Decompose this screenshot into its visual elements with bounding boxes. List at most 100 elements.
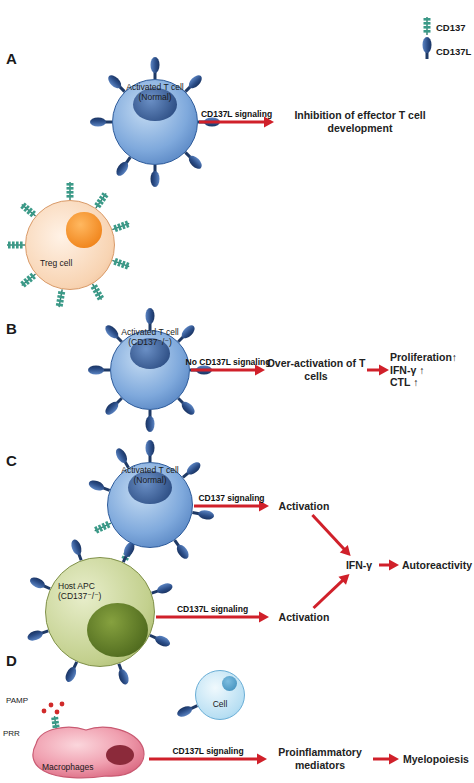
node-text: Inhibition of effector T cell developmen… — [275, 109, 445, 134]
apc-cell-circle: Host APC (CD137⁻/⁻) — [45, 557, 155, 667]
cd137l-symbol — [63, 660, 80, 684]
arrow-connector — [314, 574, 350, 608]
node-text: Activation — [279, 500, 330, 513]
cd137l-symbol — [88, 366, 110, 375]
edge-label: CD137L signaling — [201, 109, 272, 119]
cd137-symbol — [67, 182, 74, 200]
outcome-text-box: Inhibition of effector T cell developmen… — [275, 104, 445, 140]
cd137l-symbol — [151, 57, 160, 79]
pamp-dots — [42, 702, 65, 715]
outcome-text-box: Myelopoiesis — [400, 751, 472, 767]
pamp-dot — [42, 709, 47, 714]
node-text: Proinflammatory mediators — [268, 746, 372, 771]
cd137-symbol — [111, 220, 130, 233]
edge-label: CD137 signaling — [198, 493, 264, 503]
tcell-b-ligands — [88, 308, 212, 432]
node-text: CTL ↑ — [390, 376, 418, 389]
cd137-symbol — [111, 257, 130, 270]
cd137l-symbol — [148, 631, 172, 648]
node-text: IFN-γ — [346, 559, 372, 572]
cell-circle: Cell — [195, 670, 245, 720]
node-text: Treg cell — [40, 259, 92, 269]
node-text: Proliferation↑ — [390, 351, 457, 364]
outcome-text-box: Activation — [270, 497, 338, 515]
cd137l-symbol — [90, 118, 112, 127]
cd137-symbol — [89, 282, 104, 301]
cd137l-symbol — [192, 508, 215, 521]
arrow-line — [373, 758, 390, 761]
t-cell-circle: Activated T cell (Normal) — [107, 462, 193, 548]
cd137l-symbol — [176, 701, 200, 718]
arrow-head — [340, 545, 351, 556]
apc-ligands — [26, 538, 174, 686]
arrow-line — [367, 369, 380, 372]
node-text: Activation — [279, 611, 330, 624]
pamp-dot — [55, 710, 60, 715]
outcome-text-box: Autoreactivity — [400, 556, 474, 574]
arrow-line — [312, 515, 344, 549]
cell-nucleus — [87, 603, 147, 657]
cd137l-symbol — [146, 440, 155, 462]
arrow-connector — [312, 515, 350, 556]
edge-label: No CD137L signaling — [186, 357, 271, 367]
cd137l-symbol — [26, 627, 50, 643]
arrow-head — [379, 365, 389, 376]
cd137l-symbol — [151, 165, 160, 187]
outcome-text-box: Proliferation↑IFN-γ ↑CTL ↑ — [390, 340, 472, 400]
node-text: Over-activation of T cells — [266, 357, 366, 382]
arrow-connector — [379, 560, 399, 571]
legend-cd137-symbol — [424, 17, 431, 35]
cd137l-symbol — [87, 479, 111, 495]
arrow-line — [191, 369, 256, 372]
outcome-text-box: Over-activation of T cells — [266, 355, 366, 385]
outcome-text-box: Activation — [270, 608, 338, 626]
cell-nucleus — [222, 676, 237, 691]
node-text: Cell — [213, 700, 228, 710]
panel-letter: C — [6, 452, 17, 469]
tcell-c-molecules — [87, 440, 214, 562]
panel-letter: B — [6, 320, 17, 337]
outcome-text-box: Proinflammatory mediators — [268, 745, 372, 773]
node-text: IFN-γ ↑ — [390, 364, 424, 377]
arrow-line — [156, 616, 260, 619]
annotation-text: PRR — [3, 729, 20, 738]
arrow-head — [257, 754, 267, 765]
cd137-symbol — [56, 289, 66, 308]
node-text: Autoreactivity — [402, 559, 472, 572]
arrow-line — [314, 580, 343, 608]
cd137l-symbol — [146, 410, 155, 432]
outcome-text-box: IFN-γ — [340, 556, 378, 574]
panel-letter: A — [6, 50, 17, 67]
panel-letter: D — [6, 652, 17, 669]
arrow-line — [149, 758, 258, 761]
t-cell-circle: Activated T cell (CD137⁻/⁻) — [110, 330, 190, 410]
annotation-text: PAMP — [6, 696, 28, 705]
node-text: Activated T cell (Normal) — [119, 466, 181, 485]
legend-text: CD137L — [436, 46, 471, 57]
cd137l-symbol — [171, 538, 191, 561]
pamp-dot — [60, 702, 65, 707]
arrow-head — [259, 612, 269, 623]
cd137l-symbol — [182, 149, 204, 171]
treg-cell-circle: Treg cell — [25, 200, 115, 290]
macrophage-blob: Macrophages — [28, 722, 148, 780]
legend-text: CD137 — [436, 22, 466, 33]
t-cell-circle: Activated T cell (Normal) — [112, 79, 198, 165]
arrow-connector — [367, 365, 389, 376]
cd137-symbol — [7, 242, 25, 249]
node-text: Host APC (CD137⁻/⁻) — [58, 582, 116, 601]
cd137l-symbol — [175, 395, 197, 417]
arrow-line — [199, 121, 265, 124]
pamp-dot — [49, 703, 54, 708]
edge-label: CD137L signaling — [177, 604, 248, 614]
legend-cd137l-symbol — [423, 37, 432, 59]
arrow-head — [389, 560, 399, 571]
cell-nucleus — [66, 212, 101, 247]
cd137l-symbol — [115, 662, 131, 686]
node-text: Macrophages — [42, 763, 94, 773]
cd137l-symbol — [146, 308, 155, 330]
arrow-line — [194, 505, 260, 508]
node-text: Myelopoiesis — [403, 753, 469, 766]
macrophage-body — [33, 727, 144, 778]
